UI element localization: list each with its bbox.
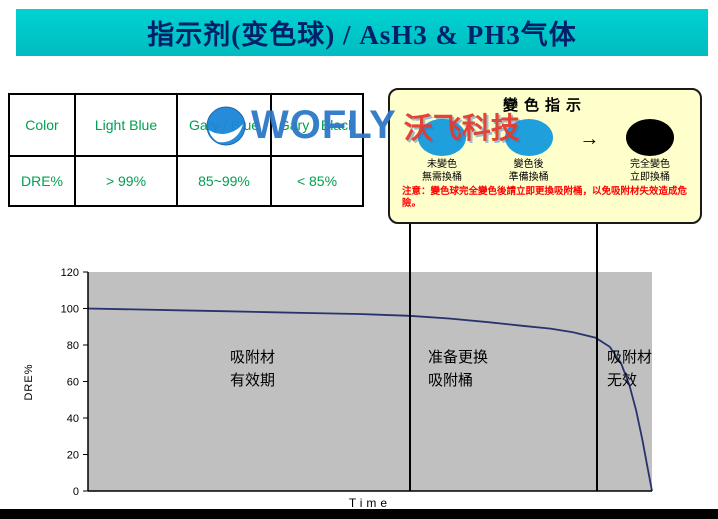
watermark-brand-cn: 沃飞科技: [403, 112, 520, 145]
ball-item-unchanged: 未變色 無需換桶: [406, 119, 478, 184]
table-cell-dre-header: DRE%: [8, 155, 76, 207]
table-cell-dre-85: < 85%: [270, 155, 364, 207]
fully-changed-ball-icon: [625, 119, 674, 156]
globe-swoosh-icon: [206, 106, 246, 145]
ball-item-fully-changed: 完全變色 立即換桶: [614, 119, 686, 184]
svg-text:120: 120: [61, 267, 79, 279]
svg-text:80: 80: [67, 340, 79, 352]
ball-label: 未變色 無需換桶: [422, 159, 462, 183]
region-label-prepare: 准备更换 吸附桶: [428, 349, 489, 389]
color-change-callout: 變色指示 未變色 無需換桶 變色後 準備換桶 → 完全變色 立即換桶 注意：變色…: [388, 88, 702, 224]
callout-connector-left: [409, 224, 411, 491]
unchanged-ball-icon: [418, 119, 466, 156]
svg-text:20: 20: [67, 450, 79, 462]
ball-item-changing: 變色後 準備換桶: [493, 119, 565, 184]
y-axis-title: DRE%: [23, 363, 35, 400]
dre-chart-svg: 0 20 40 60 80 100 120 DRE% Time: [23, 267, 653, 510]
svg-text:0: 0: [73, 486, 79, 498]
region-label-effective: 吸附材 有效期: [230, 349, 276, 389]
ball-label: 變色後 準備換桶: [508, 159, 549, 183]
title-bar: 指示剂(变色球) / AsH3 & PH3气体: [16, 9, 708, 56]
bottom-bar: [0, 509, 718, 519]
x-axis-title: Time: [349, 496, 391, 510]
chart-plot-area: [88, 272, 652, 491]
callout-warning-note: 注意：變色球完全變色後請立即更換吸附桶，以免吸附材失效造成危險。: [402, 186, 688, 210]
table-cell-light-blue: Light Blue: [74, 93, 178, 157]
region-label-invalid: 吸附材 无效: [607, 349, 653, 389]
page-title: 指示剂(变色球) / AsH3 & PH3气体: [147, 20, 577, 50]
wofly-watermark: WOFLY 沃飞科技: [206, 103, 520, 148]
changing-ball-icon: [504, 119, 553, 156]
svg-text:60: 60: [67, 377, 79, 389]
table-cell-dre-99: > 99%: [74, 155, 178, 207]
svg-text:40: 40: [67, 413, 79, 425]
svg-text:100: 100: [61, 304, 79, 316]
watermark-brand: WOFLY: [251, 103, 397, 147]
callout-connector-right: [596, 224, 598, 491]
table-cell-color-header: Color: [8, 93, 76, 157]
table-row: DRE% > 99% 85~99% < 85%: [8, 155, 364, 207]
y-tick-group: 0 20 40 60 80 100 120: [61, 267, 88, 498]
dre-line: [87, 307, 653, 492]
table-cell-dre-85-99: 85~99%: [176, 155, 272, 207]
table-cell-gary-black: Gary / Black: [270, 93, 364, 157]
ball-row: 未變色 無需換桶 變色後 準備換桶 → 完全變色 立即換桶: [390, 115, 700, 184]
callout-title: 變色指示: [502, 97, 587, 114]
ball-label: 完全變色 立即換桶: [629, 159, 670, 183]
arrow-right-icon: →: [579, 128, 600, 150]
